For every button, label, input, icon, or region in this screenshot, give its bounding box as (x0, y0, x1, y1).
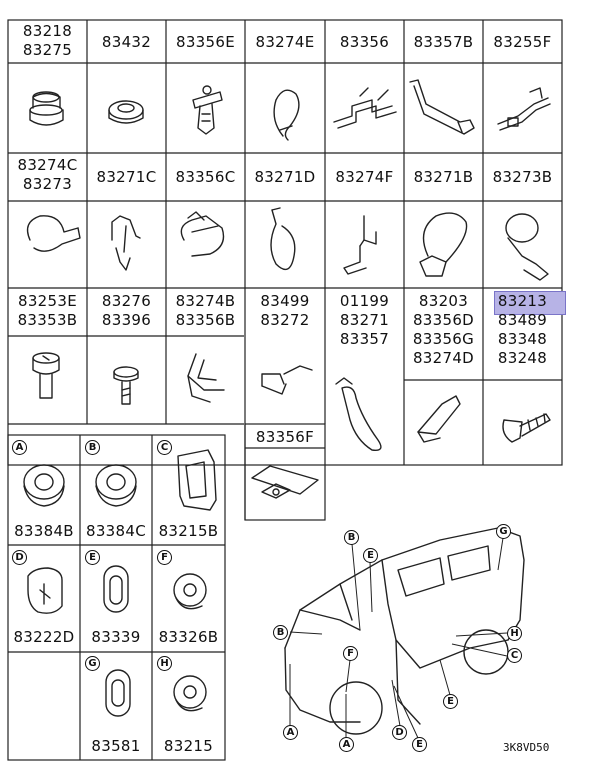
part-icon-clip-e (251, 465, 319, 499)
label-r1-c7: 83255F (493, 33, 552, 51)
part-icon-strap (270, 207, 296, 271)
part-icon-ring (108, 100, 144, 124)
part-icon-screw-b (502, 413, 551, 443)
grommet-icon-e (103, 565, 129, 613)
callout-letter: H (157, 656, 172, 671)
vehicle-callout: F (343, 646, 358, 661)
label-r2-c2: 83271C (96, 168, 157, 186)
callout-letter: E (85, 550, 100, 565)
grommet-part-label: 83384C (86, 522, 146, 540)
vehicle-callout: D (392, 725, 407, 740)
part-icon-bracket-long (409, 79, 475, 135)
label-r1-c2: 83432 (101, 33, 152, 51)
vehicle-callout: E (363, 548, 378, 563)
label-r2-c6: 83271B (413, 168, 474, 186)
callout-letter: B (85, 440, 100, 455)
grommet-part-label: 83384B (14, 522, 74, 540)
label-extra: 83356F (255, 428, 315, 446)
callout-letter: G (85, 656, 100, 671)
callout-letter: C (157, 440, 172, 455)
part-icon-tie-clip (419, 212, 468, 277)
vehicle-callout: A (339, 737, 354, 752)
grommet-icon-d (27, 567, 63, 614)
part-icon-clip-a (111, 215, 141, 271)
label-r2-c7: 83273B (492, 168, 553, 186)
part-icon-bolt-a (32, 352, 60, 399)
part-icon-bracket-a (333, 87, 397, 129)
vehicle-callout: B (344, 530, 359, 545)
part-icon-clamp (26, 215, 81, 252)
part-icon-loop-tie (273, 89, 300, 141)
part-icon-clip-b (180, 211, 225, 257)
part-icon-clip-d (417, 395, 461, 443)
part-icon-nut (29, 91, 64, 126)
callout-letter: D (12, 550, 27, 565)
vehicle-callout: H (507, 626, 522, 641)
grommet-icon-c (177, 449, 217, 511)
part-icon-cable-tie (335, 377, 382, 451)
label-r1-c6: 83357B (413, 33, 474, 51)
grommet-icon-b (95, 464, 137, 507)
grommet-part-label: 83215B (158, 522, 219, 540)
part-icon-push-clip (192, 85, 223, 135)
grommet-part-label: 83581 (91, 737, 141, 755)
grommet-part-label: 83326B (158, 628, 219, 646)
callout-letter: F (157, 550, 172, 565)
vehicle-callout: C (507, 648, 522, 663)
label-r2-c4: 83271D (254, 168, 316, 186)
part-icon-bracket-b (497, 87, 551, 131)
vehicle-callout: G (496, 524, 511, 539)
part-icon-grommet-bolt (261, 365, 313, 395)
grommet-part-label: 83339 (91, 628, 141, 646)
vehicle-callout: A (283, 725, 298, 740)
grommet-icon-h (173, 675, 207, 712)
part-icon-bracket-c (343, 215, 377, 275)
label-r1-c3: 83356E (176, 33, 235, 51)
grommet-icon-g (105, 669, 131, 717)
grommet-icon-f (173, 573, 207, 610)
highlight-box (494, 291, 566, 315)
grommet-icon-a (23, 464, 65, 507)
part-icon-screw-a (113, 366, 139, 405)
vehicle-callout: E (412, 737, 427, 752)
label-r1-c4: 83274E (255, 33, 315, 51)
label-r2-c3: 83356C (175, 168, 236, 186)
vehicle-outline (284, 527, 525, 735)
vehicle-callout: E (443, 694, 458, 709)
grommet-part-label: 83215 (163, 737, 214, 755)
part-icon-clip-c (187, 353, 225, 403)
vehicle-callout: B (273, 625, 288, 640)
label-r1-c5: 83356 (339, 33, 390, 51)
label-r2-c5: 83274F (335, 168, 394, 186)
part-icon-pipe-clamp (505, 213, 549, 281)
callout-letter: A (12, 440, 27, 455)
diagram-code: 3K8VD50 (503, 741, 550, 754)
grommet-part-label: 83222D (13, 628, 75, 646)
